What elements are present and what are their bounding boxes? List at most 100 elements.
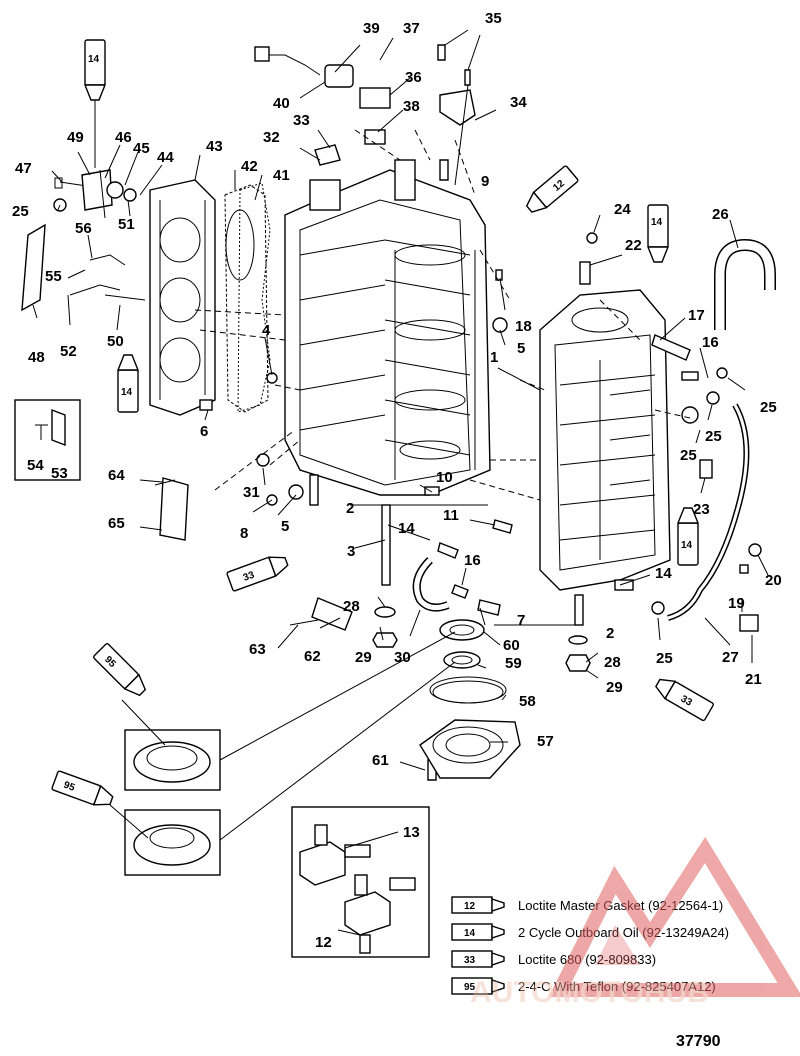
callout-60: 60 xyxy=(503,637,520,654)
callout-4: 4 xyxy=(262,322,271,339)
legend-tube-icon: 14 xyxy=(451,923,505,941)
callout-50: 50 xyxy=(107,333,124,350)
callout-58: 58 xyxy=(519,693,536,710)
legend-code: 95 xyxy=(464,982,476,993)
callout-36: 36 xyxy=(405,69,422,86)
callout-64: 64 xyxy=(108,467,125,484)
sealant-tube-t9: 95 xyxy=(51,770,114,806)
callout-35: 35 xyxy=(485,10,502,27)
crankcase-cover xyxy=(539,289,671,591)
legend-tube-icon: 95 xyxy=(451,977,505,995)
callout-2: 2 xyxy=(346,500,354,517)
callout-2: 2 xyxy=(606,625,614,642)
callout-41: 41 xyxy=(273,167,290,184)
seals-and-cover xyxy=(419,619,521,779)
legend-tube-icon: 33 xyxy=(451,950,505,968)
callout-1: 1 xyxy=(490,349,498,366)
legend-code: 33 xyxy=(464,955,476,966)
tube-code: 14 xyxy=(651,217,663,228)
callout-40: 40 xyxy=(273,95,290,112)
callout-28: 28 xyxy=(604,654,621,671)
callout-25: 25 xyxy=(12,203,29,220)
callout-37: 37 xyxy=(403,20,420,37)
tube-code: 14 xyxy=(88,54,100,65)
legend-tube-icon: 12 xyxy=(451,896,505,914)
seal-leader-lines xyxy=(219,631,456,841)
callout-42: 42 xyxy=(241,158,258,175)
callout-6: 6 xyxy=(200,423,208,440)
callout-11: 11 xyxy=(443,507,459,524)
callout-49: 49 xyxy=(67,129,84,146)
callout-43: 43 xyxy=(206,138,223,155)
callout-23: 23 xyxy=(693,501,710,518)
callout-25: 25 xyxy=(705,428,722,445)
sealant-tube-t4: 14 xyxy=(116,354,140,413)
callout-16: 16 xyxy=(464,552,481,569)
figure-number: 37790 xyxy=(676,1033,721,1050)
watermark: AUTOMOTOHUB xyxy=(470,836,800,1009)
callout-28: 28 xyxy=(343,598,360,615)
cylinder-block xyxy=(284,159,491,496)
callout-53: 53 xyxy=(51,465,68,482)
sealant-tube-t7: 33 xyxy=(655,678,714,722)
callout-65: 65 xyxy=(108,515,125,532)
fittings-detail xyxy=(291,806,430,958)
callout-27: 27 xyxy=(722,649,739,666)
hoses xyxy=(412,238,776,621)
tube-code: 33 xyxy=(242,569,257,583)
callout-56: 56 xyxy=(75,220,92,237)
callout-16: 16 xyxy=(702,334,719,351)
legend-code: 12 xyxy=(464,901,476,912)
callout-24: 24 xyxy=(614,201,631,218)
callout-57: 57 xyxy=(537,733,554,750)
callout-44: 44 xyxy=(157,149,174,166)
callout-numbers: 1 2 2 3 4 5 5 6 7 8 9 10 11 12 13 14 14 … xyxy=(12,10,782,951)
callout-55: 55 xyxy=(45,268,62,285)
sealant-tube-t8: 95 xyxy=(93,643,147,697)
callout-38: 38 xyxy=(403,98,420,115)
callout-61: 61 xyxy=(372,752,389,769)
sealant-tube-t6: 33 xyxy=(226,556,289,592)
assembly-centerlines xyxy=(194,129,691,501)
sealant-tube-t1: 14 xyxy=(83,39,107,101)
callout-45: 45 xyxy=(133,140,150,157)
callout-30: 30 xyxy=(394,649,411,666)
callout-31: 31 xyxy=(243,484,260,501)
callout-26: 26 xyxy=(712,206,729,223)
callout-63: 63 xyxy=(249,641,266,658)
callout-48: 48 xyxy=(28,349,45,366)
seal-detail-lower xyxy=(124,809,221,876)
inset-54-53 xyxy=(14,399,81,481)
callout-17: 17 xyxy=(688,307,705,324)
tube-leaders xyxy=(109,699,166,839)
callout-3: 3 xyxy=(347,543,355,560)
callout-34: 34 xyxy=(510,94,527,111)
callout-22: 22 xyxy=(625,237,642,254)
legend-row: 14 2 Cycle Outboard Oil (92-13249A24) xyxy=(451,923,729,941)
legend-label: 2 Cycle Outboard Oil (92-13249A24) xyxy=(518,925,729,940)
legend-label: Loctite 680 (92-809833) xyxy=(518,952,656,967)
callout-5: 5 xyxy=(281,518,289,535)
callout-62: 62 xyxy=(304,648,321,665)
sensor-assembly xyxy=(254,44,476,181)
callout-20: 20 xyxy=(765,572,782,589)
sealant-tube-t5: 14 xyxy=(676,507,700,566)
callout-leader-lines xyxy=(32,29,769,936)
callout-25: 25 xyxy=(680,447,697,464)
tube-code: 14 xyxy=(681,540,693,551)
callout-47: 47 xyxy=(15,160,32,177)
callout-29: 29 xyxy=(606,679,623,696)
callout-21: 21 xyxy=(745,671,762,688)
callout-5: 5 xyxy=(517,340,525,357)
callout-18: 18 xyxy=(515,318,532,335)
sealant-tube-t2: 12 xyxy=(525,165,579,213)
callout-52: 52 xyxy=(60,343,77,360)
callout-19: 19 xyxy=(728,595,745,612)
callout-32: 32 xyxy=(263,129,280,146)
callout-14: 14 xyxy=(398,520,415,537)
callout-54: 54 xyxy=(27,457,44,474)
head-gasket xyxy=(224,184,269,413)
